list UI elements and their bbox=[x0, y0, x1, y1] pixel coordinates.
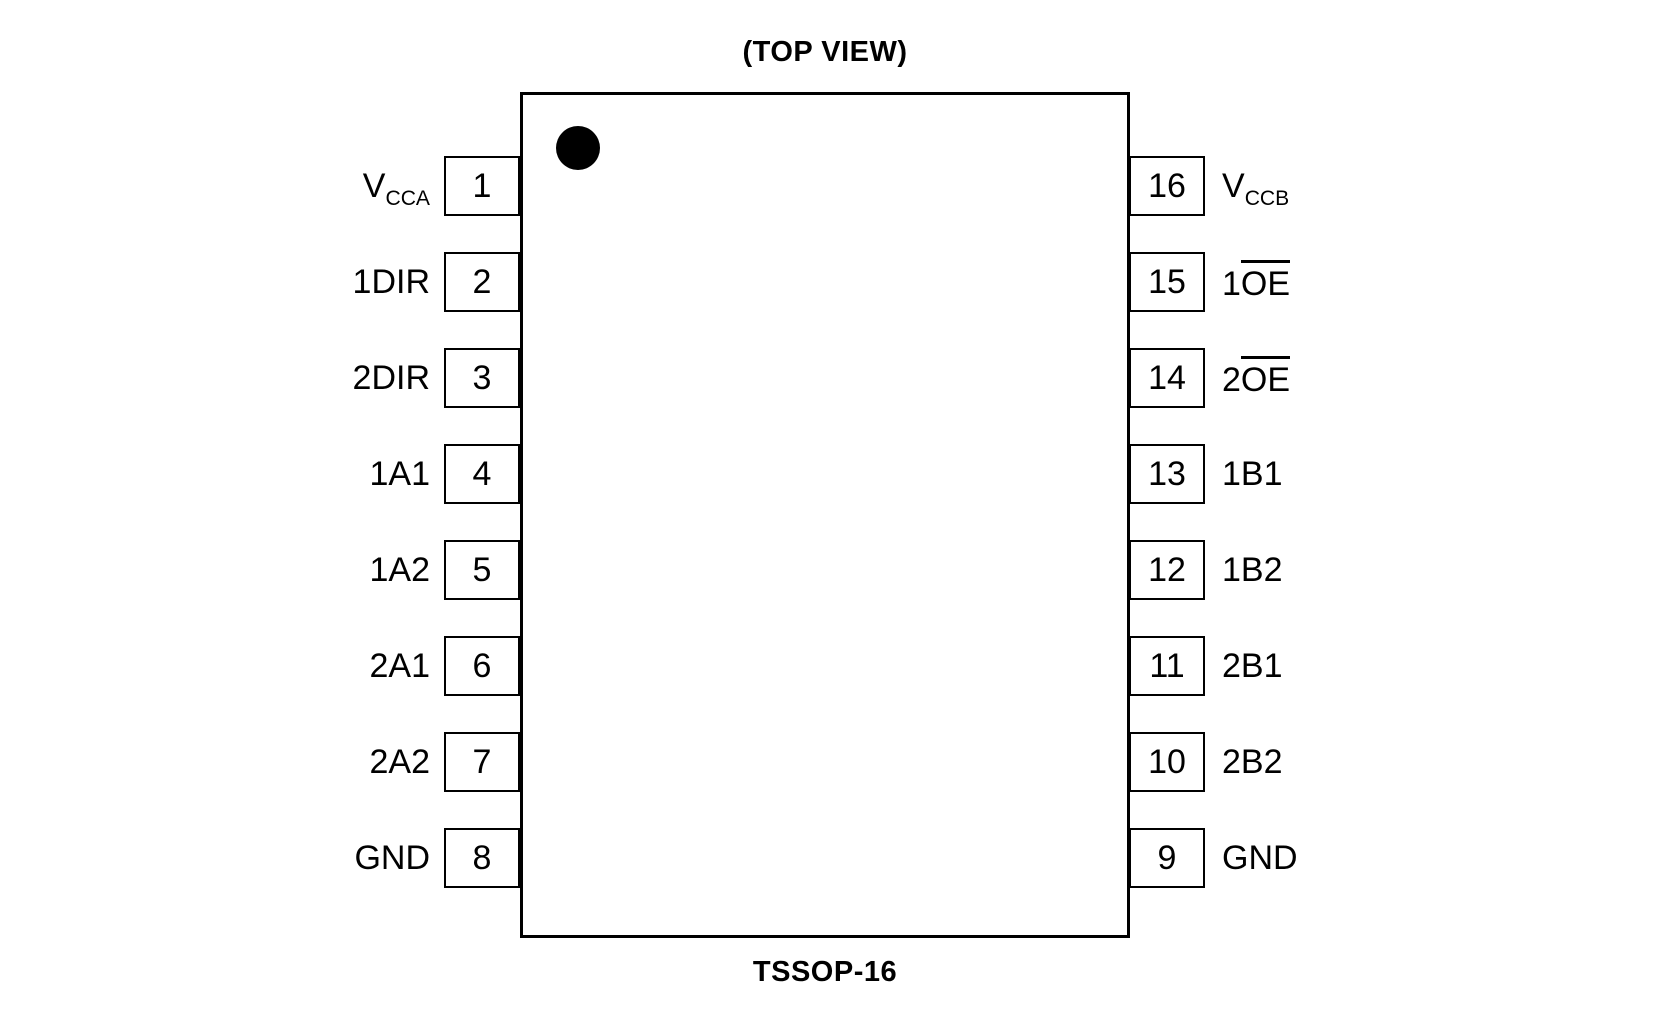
pin-label-text: 2B2 bbox=[1222, 742, 1283, 781]
pin-label-text: 2 bbox=[1222, 361, 1241, 399]
pin-box-8: 8 bbox=[444, 828, 520, 888]
pin-label-text: 1A1 bbox=[369, 454, 431, 493]
pin-label-10: 2B2 bbox=[1222, 732, 1654, 792]
pin-box-14: 14 bbox=[1129, 348, 1205, 408]
pin-label-text: V bbox=[1222, 166, 1245, 205]
pin-label-1: VCCA bbox=[0, 156, 430, 216]
pin-label-16: VCCB bbox=[1222, 156, 1654, 216]
pin-box-4: 4 bbox=[444, 444, 520, 504]
active-low-overline: OE bbox=[1240, 260, 1291, 301]
pin-box-7: 7 bbox=[444, 732, 520, 792]
pin-label-text: 1B2 bbox=[1222, 550, 1283, 589]
pin-box-12: 12 bbox=[1129, 540, 1205, 600]
pin-number-1: 1 bbox=[472, 166, 492, 205]
pin-number-7: 7 bbox=[472, 742, 492, 781]
pin-number-10: 10 bbox=[1148, 742, 1186, 781]
pin-label-text: GND bbox=[1222, 838, 1298, 877]
pin-number-14: 14 bbox=[1148, 358, 1186, 397]
pin-label-2: 1DIR bbox=[0, 252, 430, 312]
pin-label-12: 1B2 bbox=[1222, 540, 1654, 600]
pin-box-16: 16 bbox=[1129, 156, 1205, 216]
package-name-label: TSSOP-16 bbox=[752, 956, 898, 988]
pin-label-text: 1B1 bbox=[1222, 454, 1283, 493]
pin-number-16: 16 bbox=[1148, 166, 1186, 205]
pin-number-3: 3 bbox=[472, 358, 492, 397]
pin-label-text: 2A2 bbox=[369, 742, 431, 781]
pin-number-6: 6 bbox=[472, 646, 492, 685]
ic-package-body bbox=[520, 92, 1130, 938]
pin-number-8: 8 bbox=[472, 838, 492, 877]
pin-label-text: 2B1 bbox=[1222, 646, 1283, 685]
pin-number-11: 11 bbox=[1149, 646, 1185, 685]
pin-label-4: 1A1 bbox=[0, 444, 431, 504]
active-low-overline: OE bbox=[1240, 356, 1291, 397]
pin-label-3: 2DIR bbox=[0, 348, 430, 408]
pin-label-7: 2A2 bbox=[0, 732, 431, 792]
pin-label-text: GND bbox=[354, 838, 430, 877]
pin-label-text: V bbox=[362, 166, 386, 205]
pin-box-15: 15 bbox=[1129, 252, 1205, 312]
pin-label-subscript: CCB bbox=[1244, 186, 1290, 210]
pin-box-3: 3 bbox=[444, 348, 520, 408]
pin-label-text: 1 bbox=[1222, 265, 1241, 303]
pin-number-15: 15 bbox=[1148, 262, 1186, 301]
pin-box-9: 9 bbox=[1129, 828, 1205, 888]
pin-label-text: 1DIR bbox=[352, 262, 430, 301]
pin-label-text: 2DIR bbox=[352, 358, 430, 397]
pin-box-6: 6 bbox=[444, 636, 520, 696]
pin-number-5: 5 bbox=[472, 550, 492, 589]
pin-number-12: 12 bbox=[1148, 550, 1186, 589]
pin-box-10: 10 bbox=[1129, 732, 1205, 792]
pin-label-text: 2A1 bbox=[369, 646, 431, 685]
pin-label-6: 2A1 bbox=[0, 636, 431, 696]
pin-number-4: 4 bbox=[472, 454, 492, 493]
pin-box-11: 11 bbox=[1129, 636, 1205, 696]
pin-label-11: 2B1 bbox=[1222, 636, 1654, 696]
pin-number-13: 13 bbox=[1148, 454, 1186, 493]
top-view-title: (TOP VIEW) bbox=[742, 36, 908, 68]
pin-label-15: 1OE bbox=[1222, 252, 1654, 312]
pin-label-13: 1B1 bbox=[1222, 444, 1654, 504]
pin-number-9: 9 bbox=[1157, 838, 1177, 877]
pin-label-text: 1A2 bbox=[369, 550, 431, 589]
pin-label-subscript: CCA bbox=[385, 186, 430, 210]
pin-label-5: 1A2 bbox=[0, 540, 431, 600]
pin-box-1: 1 bbox=[444, 156, 520, 216]
pin-label-9: GND bbox=[1222, 828, 1654, 888]
pin-box-13: 13 bbox=[1129, 444, 1205, 504]
pin-label-14: 2OE bbox=[1222, 348, 1654, 408]
pin1-indicator-dot bbox=[556, 126, 600, 170]
pin-number-2: 2 bbox=[472, 262, 492, 301]
pin-label-8: GND bbox=[0, 828, 430, 888]
pin-box-2: 2 bbox=[444, 252, 520, 312]
pin-box-5: 5 bbox=[444, 540, 520, 600]
